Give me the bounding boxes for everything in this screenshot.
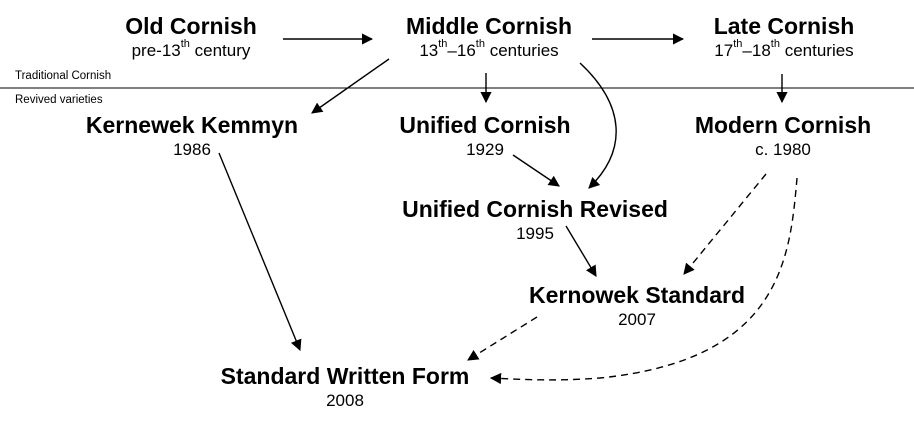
- node-title: Middle Cornish: [405, 13, 573, 39]
- node-modern-cornish: Modern Cornish c. 1980: [695, 112, 871, 161]
- node-year: 2008: [326, 391, 364, 410]
- node-kernewek-kemmyn: Kernewek Kemmyn 1986: [86, 112, 298, 161]
- node-title: Kernewek Kemmyn: [85, 112, 299, 138]
- node-period: 13th–16th centuries: [419, 38, 559, 60]
- node-year: 1986: [173, 140, 211, 159]
- node-title: Unified Cornish: [399, 112, 571, 138]
- node-year: 1929: [466, 140, 504, 159]
- traditional-cornish-label: Traditional Cornish: [15, 70, 112, 82]
- node-title: Old Cornish: [125, 13, 257, 39]
- node-late-cornish: Late Cornish 17th–18th centuries: [714, 13, 855, 62]
- edge-kernewek-kemmyn-to-swf: [218, 152, 302, 352]
- revived-varieties-label: Revived varieties: [15, 94, 103, 106]
- node-title: Late Cornish: [713, 13, 855, 39]
- node-unified-cornish-revised: Unified Cornish Revised 1995: [402, 196, 668, 245]
- node-title: Unified Cornish Revised: [402, 196, 668, 222]
- edge-modern-to-swf: [489, 177, 798, 385]
- node-year: 2007: [618, 310, 656, 329]
- node-standard-written-form: Standard Written Form 2008: [221, 363, 470, 412]
- node-old-cornish: Old Cornish pre-13th century: [125, 13, 257, 62]
- edge-unified-to-unified-revised: [512, 154, 560, 187]
- node-period: 17th–18th centuries: [714, 38, 854, 60]
- node-year: 1995: [516, 224, 554, 243]
- edge-unified-revised-to-kernowek-standard: [565, 225, 597, 277]
- node-title: Kernowek Standard: [529, 282, 745, 308]
- node-unified-cornish: Unified Cornish 1929: [399, 112, 570, 161]
- edge-kernowek-standard-to-swf: [467, 316, 538, 361]
- node-kernowek-standard: Kernowek Standard 2007: [529, 282, 745, 331]
- edge-middle-to-kernewek-kemmyn: [311, 58, 390, 114]
- edge-modern-to-kernowek-standard: [683, 173, 767, 275]
- edge-middle-to-unified-revised: [579, 62, 617, 189]
- node-period: pre-13th century: [131, 38, 251, 60]
- node-title: Standard Written Form: [220, 363, 470, 389]
- node-year: c. 1980: [755, 140, 811, 159]
- node-title: Modern Cornish: [694, 112, 872, 138]
- node-middle-cornish: Middle Cornish 13th–16th centuries: [406, 13, 572, 62]
